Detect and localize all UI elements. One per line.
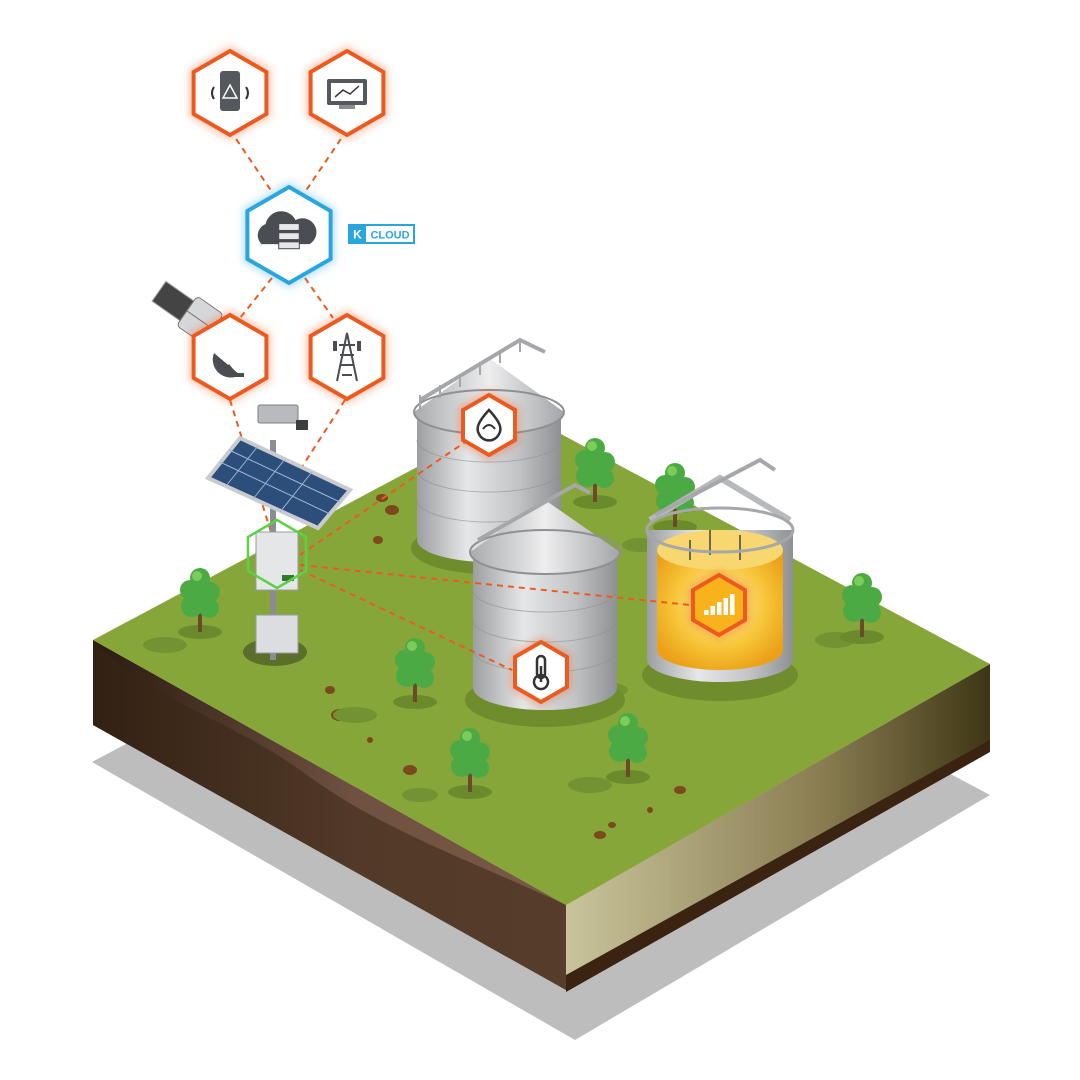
k-cloud-logo: K CLOUD (348, 224, 415, 244)
tree (448, 728, 492, 799)
cell-tower-icon (333, 332, 361, 382)
trees (178, 438, 884, 799)
tree (393, 638, 437, 709)
hex-node-monitor-chart (306, 46, 388, 140)
k-cloud-logo-letter: K (353, 228, 362, 242)
k-cloud-logo-label: CLOUD (370, 230, 409, 242)
hex-node-thermometer (510, 637, 572, 707)
tree (840, 573, 884, 644)
thermometer-icon (532, 654, 550, 691)
tree (573, 438, 617, 509)
hex-node-humidity-drop (458, 390, 520, 460)
station-sensor-hex (246, 518, 308, 590)
cloud-server-icon (257, 211, 317, 250)
humidity-drop-icon (476, 408, 502, 442)
solar-panel (204, 435, 354, 531)
hex-node-satellite-dish (189, 310, 271, 404)
tree (178, 568, 222, 639)
phone-alert-icon (211, 71, 249, 111)
hex-node-phone-alert (189, 46, 271, 140)
monitor-chart-icon (327, 79, 367, 109)
monitoring-station (204, 404, 354, 666)
soil-block (93, 640, 990, 992)
hex-node-cloud-server (243, 182, 335, 288)
hex-node-cell-tower (306, 310, 388, 404)
hex-node-level-bars (688, 570, 750, 640)
tree (606, 713, 650, 784)
connection-lines (229, 129, 691, 671)
satellite-dish-icon (212, 353, 244, 378)
level-bars-icon (704, 594, 735, 615)
